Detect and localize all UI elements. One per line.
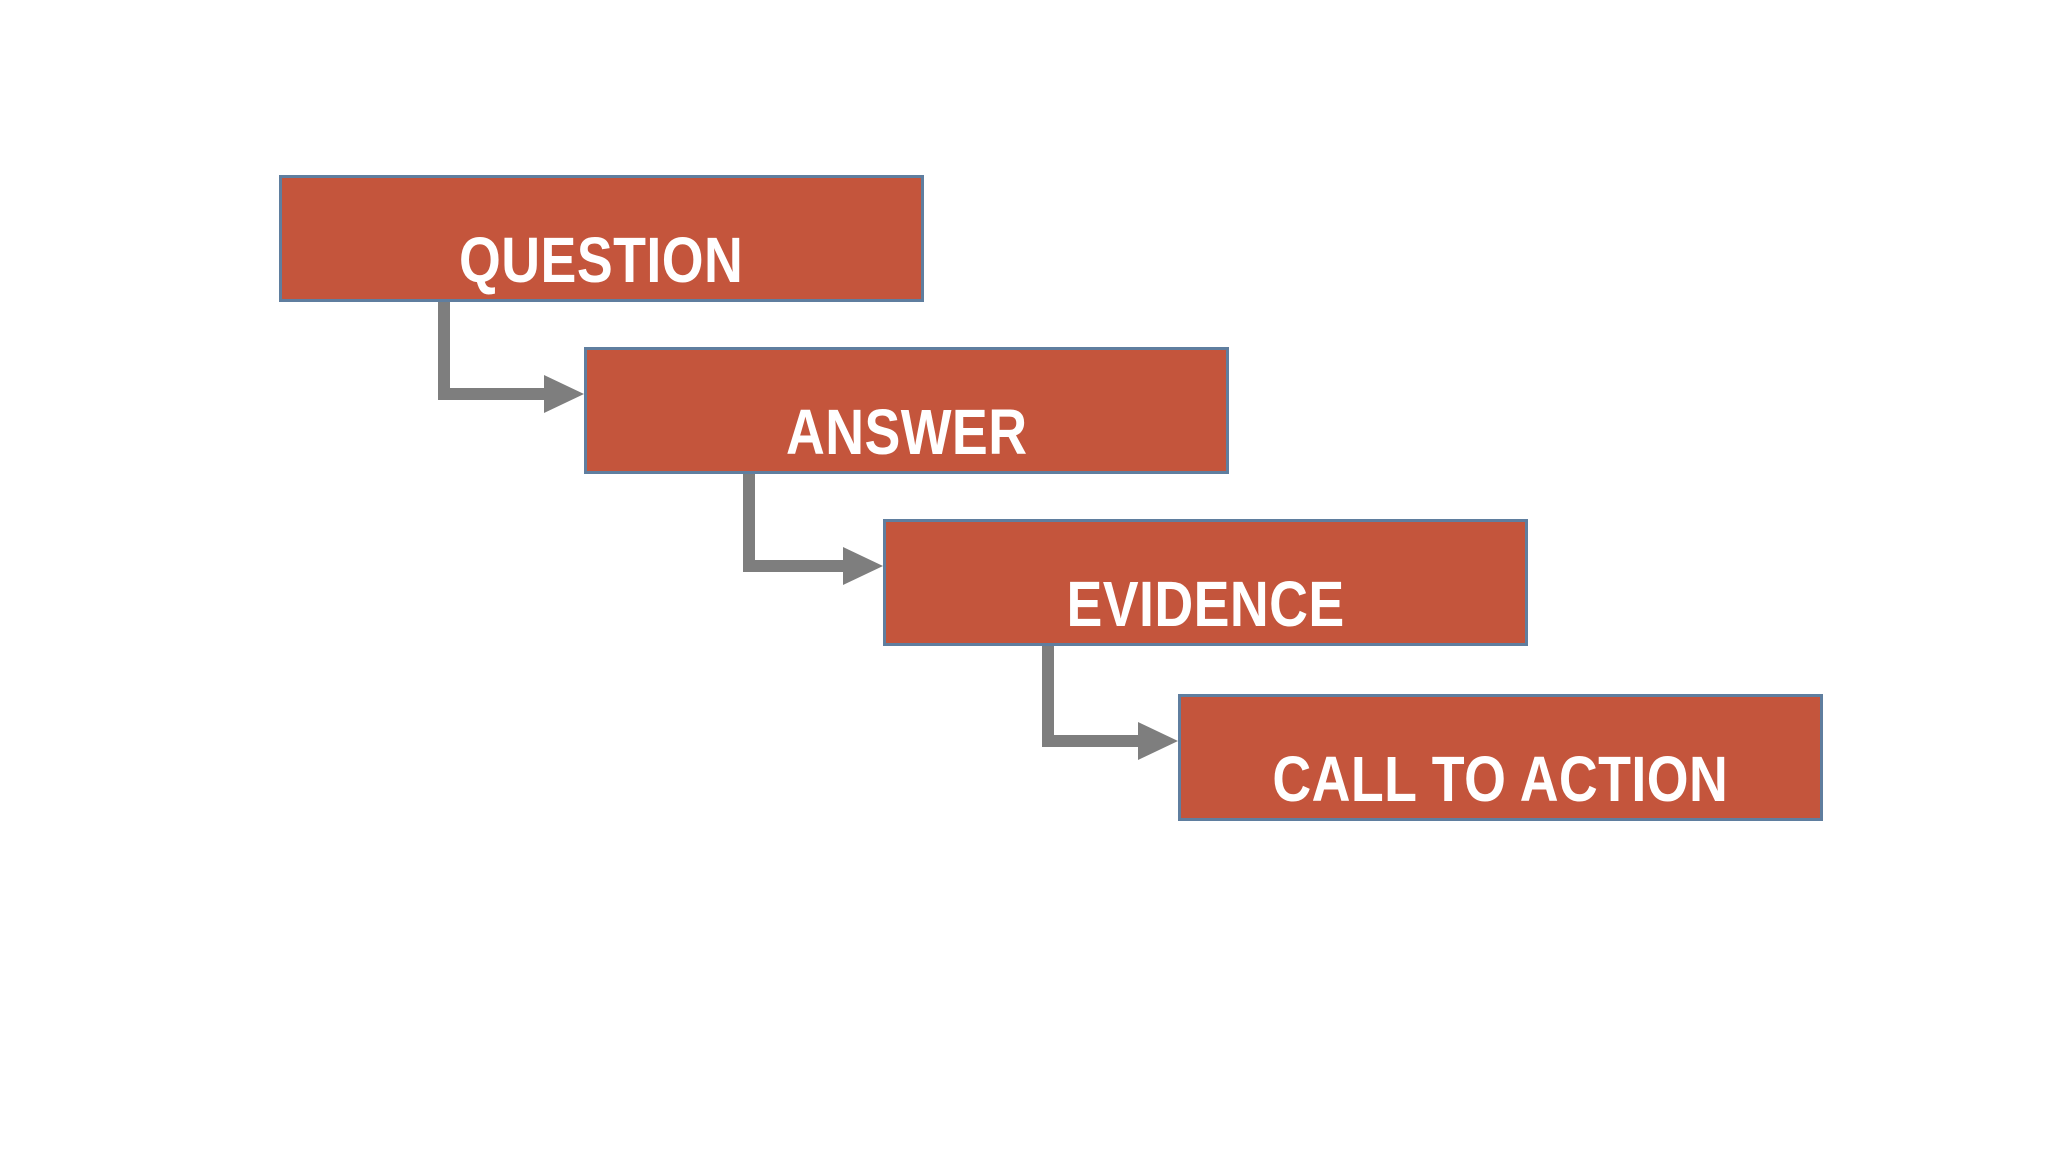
connector-3-horizontal-segment [1042,735,1138,747]
arrowhead-right-icon [1138,722,1178,760]
connector-3-vertical-segment [1042,646,1054,747]
step-label-answer: ANSWER [785,395,1028,468]
connector-2-horizontal-segment [743,560,843,572]
step-box-call-to-action: CALL TO ACTION [1178,694,1823,821]
arrowhead-right-icon [544,375,584,413]
step-label-call-to-action: CALL TO ACTION [1272,742,1729,815]
connector-2-vertical-segment [743,474,755,572]
step-label-evidence: EVIDENCE [1066,567,1345,640]
step-label-question: QUESTION [459,223,744,296]
step-box-answer: ANSWER [584,347,1229,474]
arrowhead-right-icon [843,547,883,585]
connector-1-vertical-segment [438,302,450,400]
step-box-evidence: EVIDENCE [883,519,1528,646]
connector-1-horizontal-segment [438,388,544,400]
step-box-question: QUESTION [279,175,924,302]
